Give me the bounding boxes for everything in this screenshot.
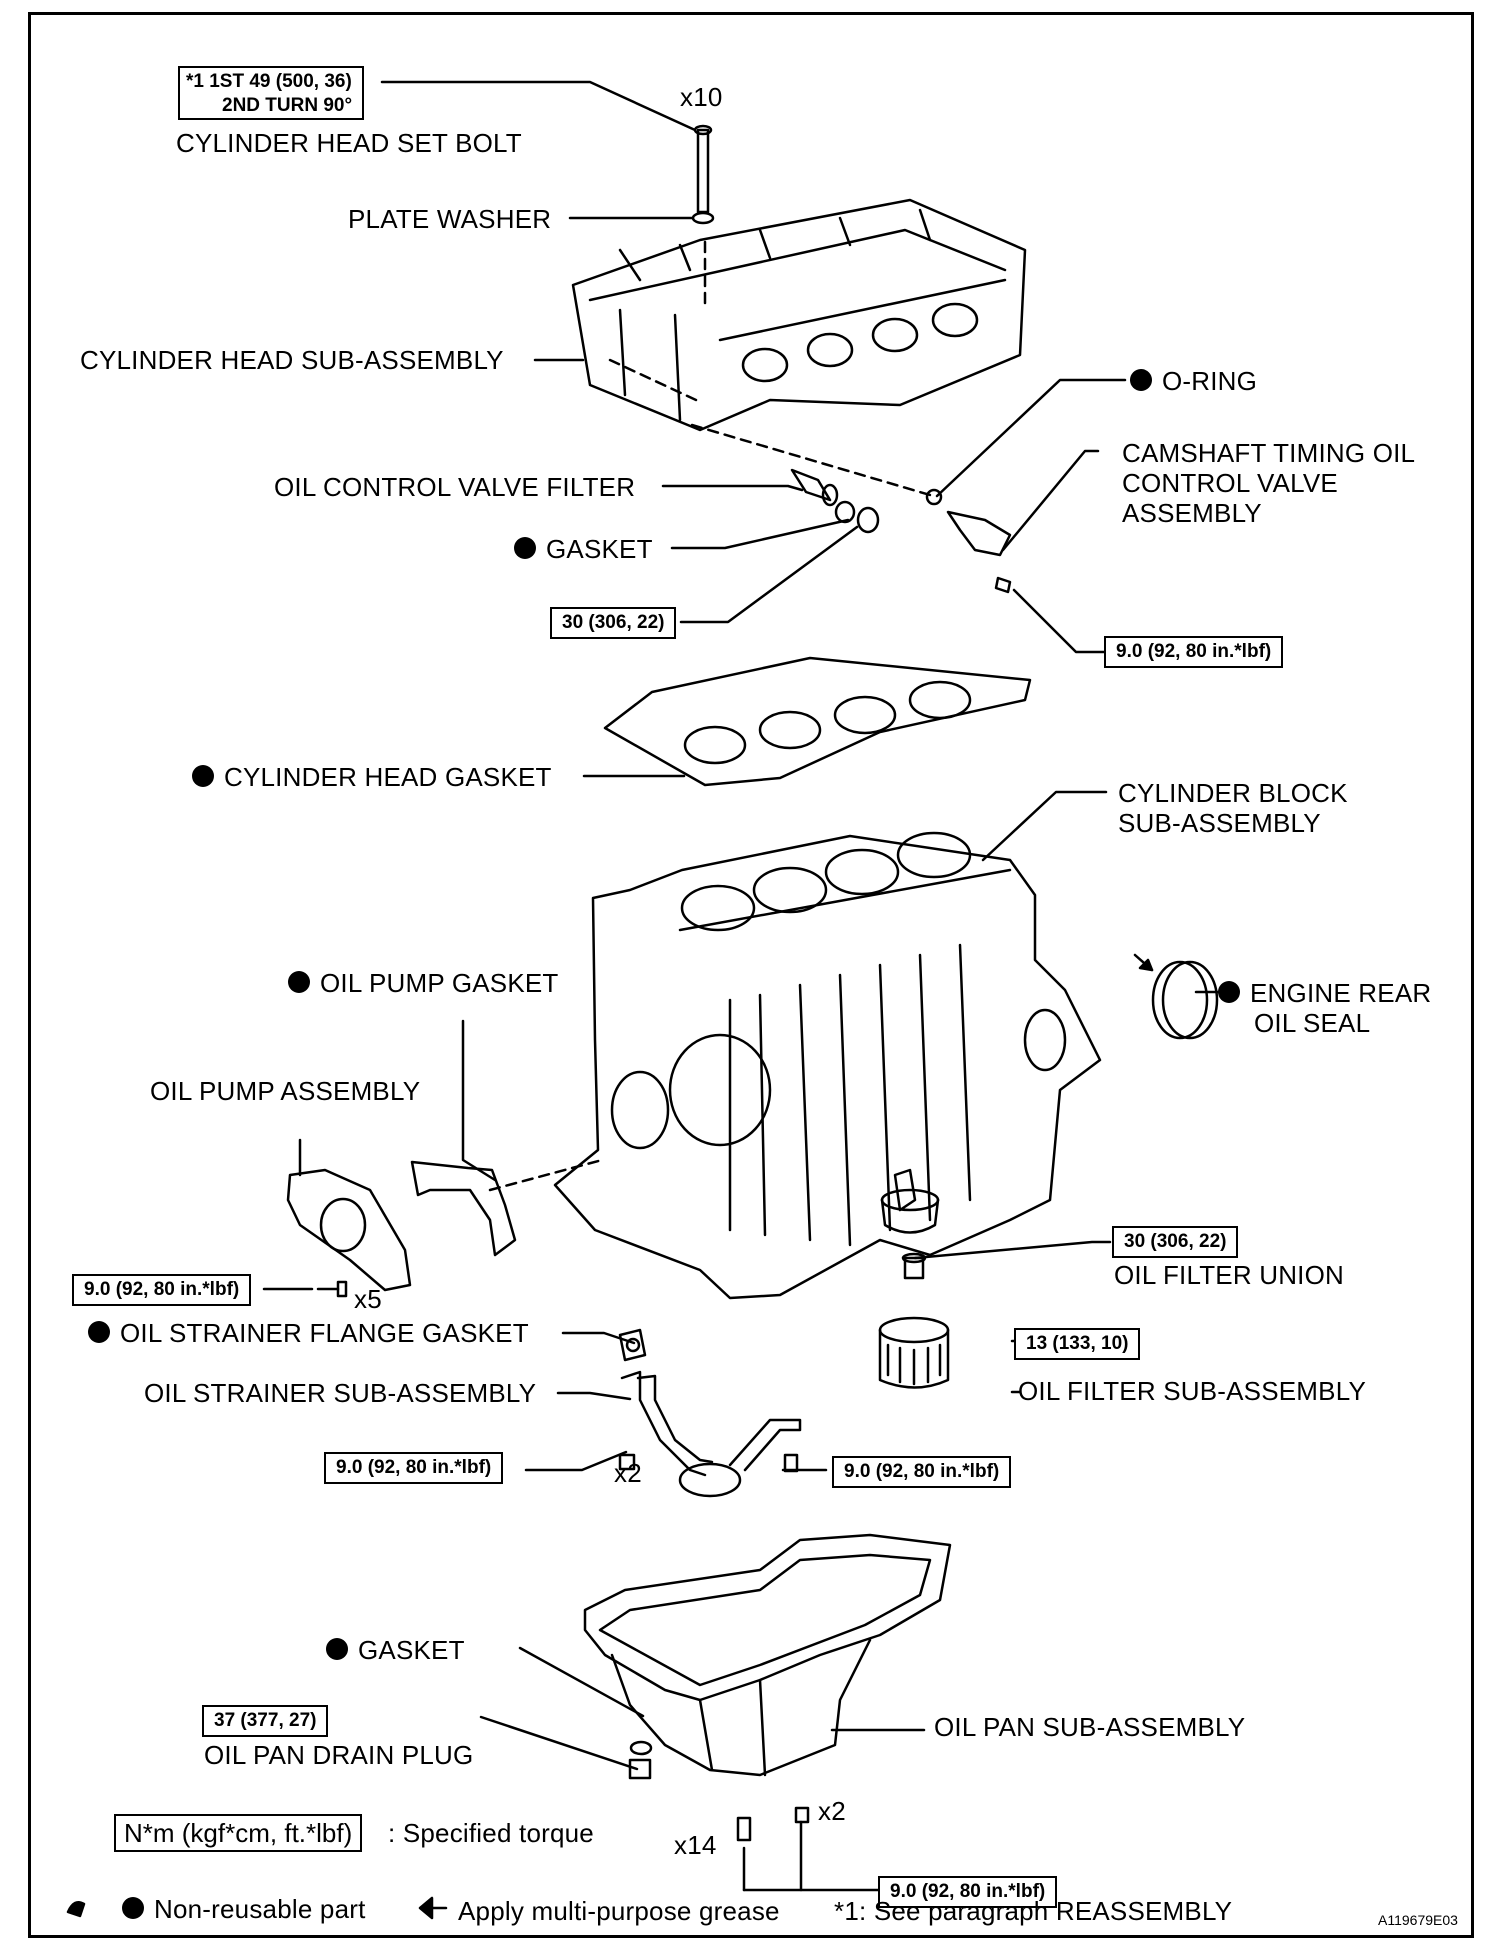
pump-gasket-label: OIL PUMP GASKET <box>288 968 559 998</box>
head-gasket-label: CYLINDER HEAD GASKET <box>192 762 552 792</box>
non-reusable-dot-icon <box>192 765 214 788</box>
non-reusable-dot-icon <box>514 537 536 560</box>
pump-qty: x5 <box>354 1284 382 1314</box>
pump-assy-label: OIL PUMP ASSEMBLY <box>150 1076 421 1106</box>
legend-note: *1: See paragraph REASSEMBLY <box>834 1896 1233 1926</box>
legend-nonreuse: Non-reusable part <box>122 1894 366 1924</box>
pan-sub-label: OIL PAN SUB-ASSEMBLY <box>934 1712 1246 1742</box>
strainer-qty: x2 <box>614 1458 642 1488</box>
gasket-top-label: GASKET <box>514 534 653 564</box>
torque-box-pan: 9.0 (92, 80 in.*lbf) <box>878 1876 1058 1908</box>
legend-torque-box: N*m (kgf*cm, ft.*lbf) <box>114 1814 363 1852</box>
filter-union-label: OIL FILTER UNION <box>1114 1260 1345 1290</box>
non-reusable-dot-icon <box>1218 981 1240 1004</box>
torque-box-filter: 13 (133, 10) <box>1014 1328 1141 1360</box>
figure-id: A119679E03 <box>1378 1912 1458 1928</box>
pan-gasket-label: GASKET <box>326 1635 465 1665</box>
non-reusable-dot-icon <box>88 1321 110 1344</box>
head-sub-label: CYLINDER HEAD SUB-ASSEMBLY <box>80 345 504 375</box>
strainer-gasket-label: OIL STRAINER FLANGE GASKET <box>88 1318 529 1348</box>
strainer-label: OIL STRAINER SUB-ASSEMBLY <box>144 1378 537 1408</box>
non-reusable-dot-icon <box>122 1897 144 1920</box>
filter-sub-label: OIL FILTER SUB-ASSEMBLY <box>1018 1376 1366 1406</box>
legend-torque-text: : Specified torque <box>388 1818 594 1848</box>
non-reusable-dot-icon <box>1130 369 1152 392</box>
pan-qty-b: x2 <box>818 1796 846 1826</box>
plate-washer-label: PLATE WASHER <box>348 204 552 234</box>
head-bolt-torque-box: *1 1ST 49 (500, 36) 2ND TURN 90° <box>178 66 365 120</box>
drain-plug-label: OIL PAN DRAIN PLUG <box>204 1740 474 1770</box>
o-ring-label: O-RING <box>1130 366 1257 396</box>
figure-frame <box>28 12 1474 1938</box>
non-reusable-dot-icon <box>326 1638 348 1661</box>
torque-box-pump: 9.0 (92, 80 in.*lbf) <box>72 1274 252 1306</box>
non-reusable-dot-icon <box>288 971 310 994</box>
torque-box-strainer-left: 9.0 (92, 80 in.*lbf) <box>324 1452 504 1484</box>
head-bolt-label: CYLINDER HEAD SET BOLT <box>176 128 522 158</box>
torque-box-union: 30 (306, 22) <box>1112 1226 1239 1258</box>
torque-box-drain: 37 (377, 27) <box>202 1705 329 1737</box>
legend-grease: Apply multi-purpose grease <box>458 1896 780 1926</box>
ocv-filter-label: OIL CONTROL VALVE FILTER <box>274 472 636 502</box>
head-bolt-qty: x10 <box>680 82 723 112</box>
pan-qty-a: x14 <box>674 1830 717 1860</box>
torque-box-cam-bolt: 9.0 (92, 80 in.*lbf) <box>1104 636 1284 668</box>
rear-seal-label: ENGINE REAR OIL SEAL <box>1218 978 1431 1038</box>
torque-spec-line1: *1 1ST 49 (500, 36) <box>186 71 352 92</box>
torque-box-strainer-right: 9.0 (92, 80 in.*lbf) <box>832 1456 1012 1488</box>
torque-box-ocv-plug: 30 (306, 22) <box>550 607 677 639</box>
torque-spec-line2: 2ND TURN 90° <box>222 95 353 116</box>
